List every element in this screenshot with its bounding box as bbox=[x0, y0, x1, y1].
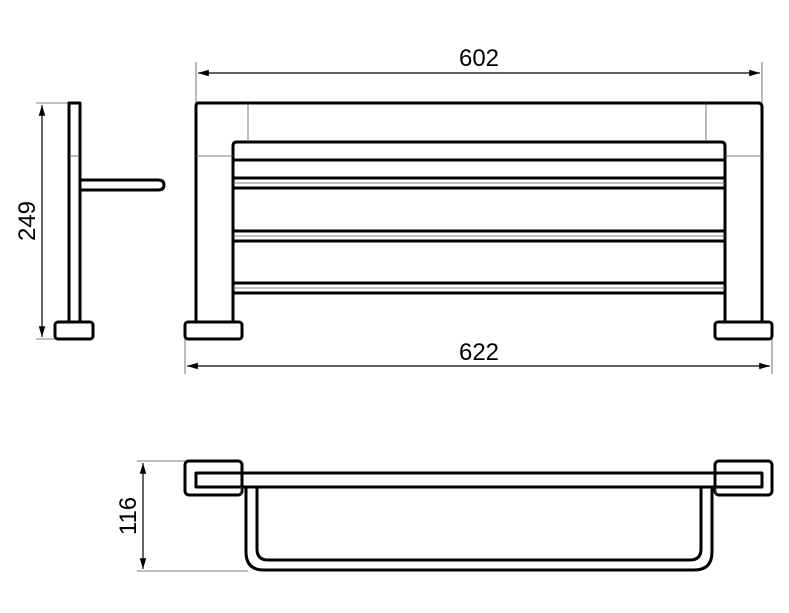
dimension-top-width: 602 bbox=[195, 45, 763, 102]
dimension-depth: 116 bbox=[115, 460, 248, 572]
front-rails bbox=[231, 176, 727, 295]
top-cap-left bbox=[183, 459, 244, 497]
front-top-bar bbox=[231, 140, 727, 162]
side-arm bbox=[78, 178, 166, 192]
dimension-label-622: 622 bbox=[459, 339, 499, 366]
dimension-height: 249 bbox=[14, 102, 70, 340]
dimension-label-116: 116 bbox=[115, 497, 142, 535]
dimension-label-249: 249 bbox=[14, 201, 41, 241]
dimension-base-width: 622 bbox=[184, 339, 773, 374]
side-view: 249 bbox=[14, 101, 166, 341]
side-foot bbox=[53, 320, 95, 341]
top-rail-outer bbox=[244, 485, 714, 572]
top-cap-right bbox=[713, 459, 774, 497]
front-foot-right bbox=[713, 320, 774, 341]
dimension-label-602: 602 bbox=[459, 45, 499, 72]
top-view: 116 bbox=[115, 459, 774, 572]
front-frame-outer bbox=[194, 101, 764, 324]
front-foot-left bbox=[183, 320, 244, 341]
side-post bbox=[67, 101, 82, 324]
top-bar bbox=[194, 471, 764, 489]
front-view: 602 622 bbox=[183, 45, 774, 374]
top-rail-inner bbox=[255, 485, 703, 562]
